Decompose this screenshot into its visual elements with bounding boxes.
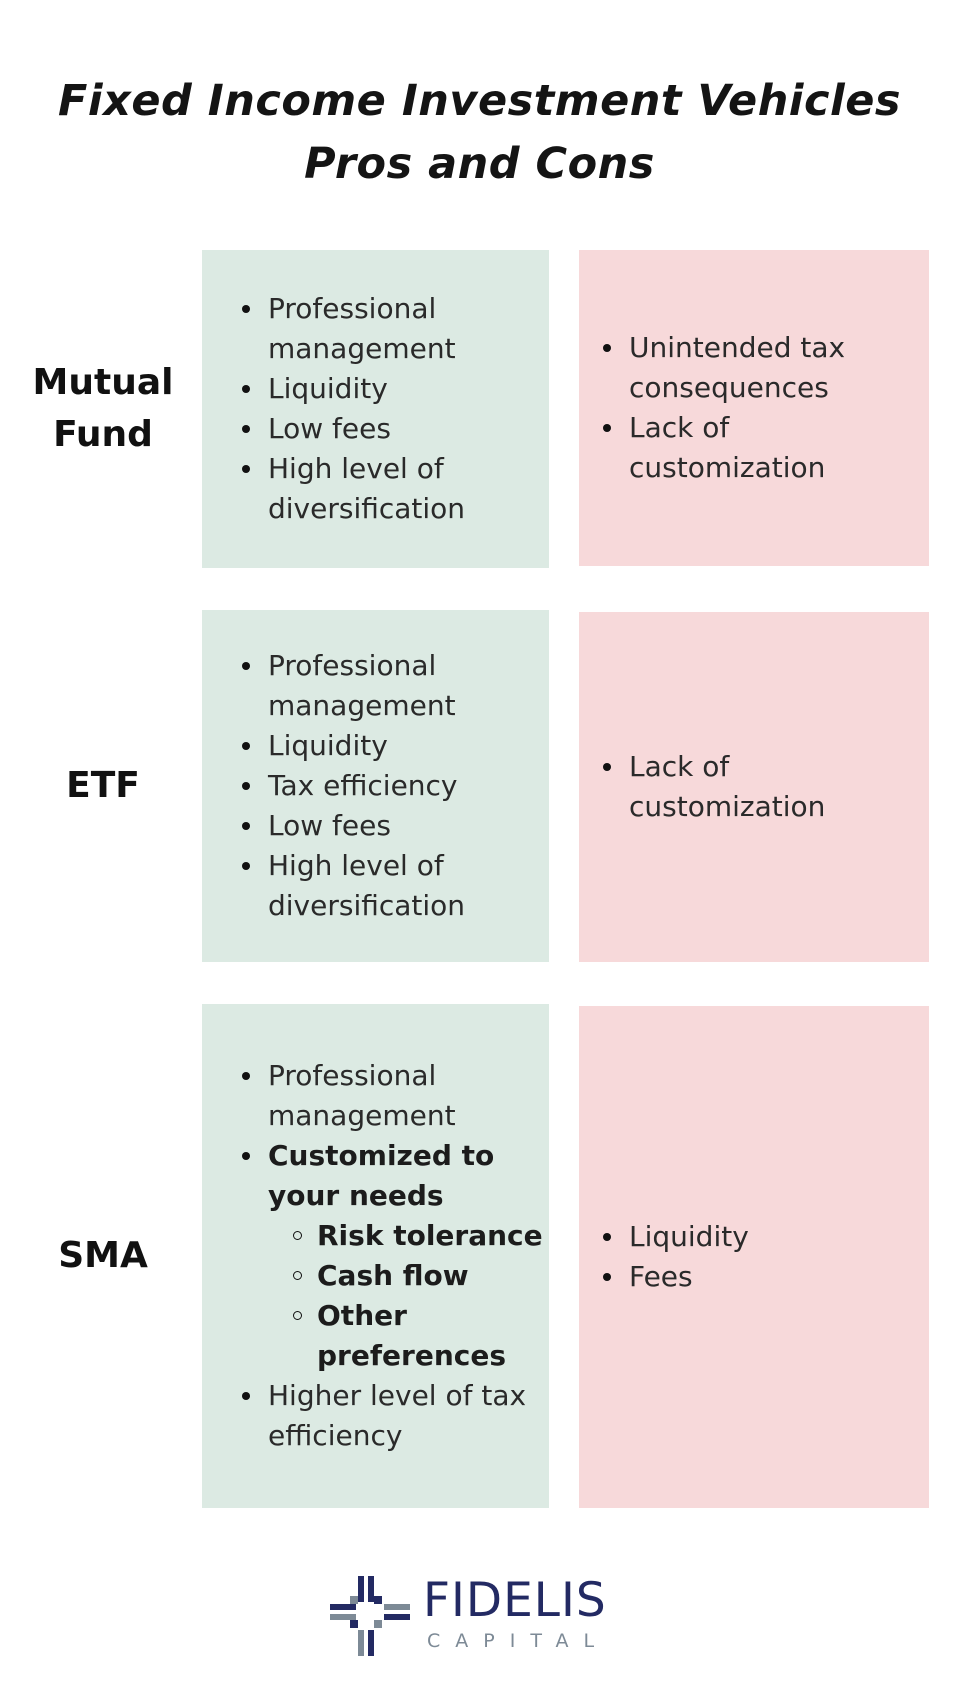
list-item: Professional management — [242, 289, 549, 369]
pros-list: Professional management Customized to yo… — [202, 1056, 549, 1456]
pros-box-mutual-fund: Professional management Liquidity Low fe… — [202, 250, 549, 568]
logo-mark-icon — [330, 1576, 410, 1656]
list-item: Tax efficiency — [242, 766, 549, 806]
list-item: Low fees — [242, 409, 549, 449]
list-item-text: Customized to your needs — [268, 1139, 495, 1212]
list-item-customized: Customized to your needs Risk tolerance … — [242, 1136, 549, 1376]
logo-name: FIDELIS — [423, 1573, 607, 1628]
pros-box-sma: Professional management Customized to yo… — [202, 1004, 549, 1508]
title-line-2: Pros and Cons — [304, 139, 655, 189]
pros-list: Professional management Liquidity Tax ef… — [202, 646, 549, 926]
logo-subname: CAPITAL — [427, 1630, 610, 1652]
row-label-line: SMA — [58, 1235, 148, 1276]
list-item: Low fees — [242, 806, 549, 846]
row-label-line: ETF — [66, 765, 140, 806]
list-item: High level of diversification — [242, 846, 549, 926]
list-item: Higher level of tax efficiency — [242, 1376, 549, 1456]
sub-list-item: Risk tolerance — [293, 1216, 549, 1256]
title-line-1: Fixed Income Investment Vehicles — [57, 76, 902, 126]
row-label-sma: SMA — [0, 1004, 206, 1508]
sub-list: Risk tolerance Cash flow Other preferenc… — [268, 1216, 549, 1376]
list-item: High level of diversification — [242, 449, 549, 529]
page-title: Fixed Income Investment Vehicles Pros an… — [0, 70, 959, 196]
list-item: Unintended tax consequences — [603, 328, 929, 408]
list-item: Liquidity — [603, 1217, 749, 1257]
row-label-mutual-fund: Mutual Fund — [0, 250, 206, 568]
list-item: Professional management — [242, 646, 549, 726]
sub-list-item: Other preferences — [293, 1296, 549, 1376]
cons-list: Lack of customization — [579, 747, 929, 827]
sub-list-item: Cash flow — [293, 1256, 549, 1296]
pros-list: Professional management Liquidity Low fe… — [202, 289, 549, 529]
list-item: Lack of customization — [603, 408, 929, 488]
cons-box-sma: Liquidity Fees — [579, 1006, 929, 1508]
row-label-line: Mutual — [32, 362, 174, 403]
cons-box-etf: Lack of customization — [579, 612, 929, 962]
list-item: Lack of customization — [603, 747, 929, 827]
list-item: Professional management — [242, 1056, 549, 1136]
cons-box-mutual-fund: Unintended tax consequences Lack of cust… — [579, 250, 929, 566]
cons-list: Liquidity Fees — [579, 1217, 749, 1297]
company-logo: FIDELIS CAPITAL — [328, 1574, 638, 1658]
cons-list: Unintended tax consequences Lack of cust… — [579, 328, 929, 488]
pros-box-etf: Professional management Liquidity Tax ef… — [202, 610, 549, 962]
list-item: Liquidity — [242, 369, 549, 409]
list-item: Fees — [603, 1257, 749, 1297]
list-item: Liquidity — [242, 726, 549, 766]
row-label-line: Fund — [53, 414, 153, 455]
row-label-etf: ETF — [0, 610, 206, 962]
